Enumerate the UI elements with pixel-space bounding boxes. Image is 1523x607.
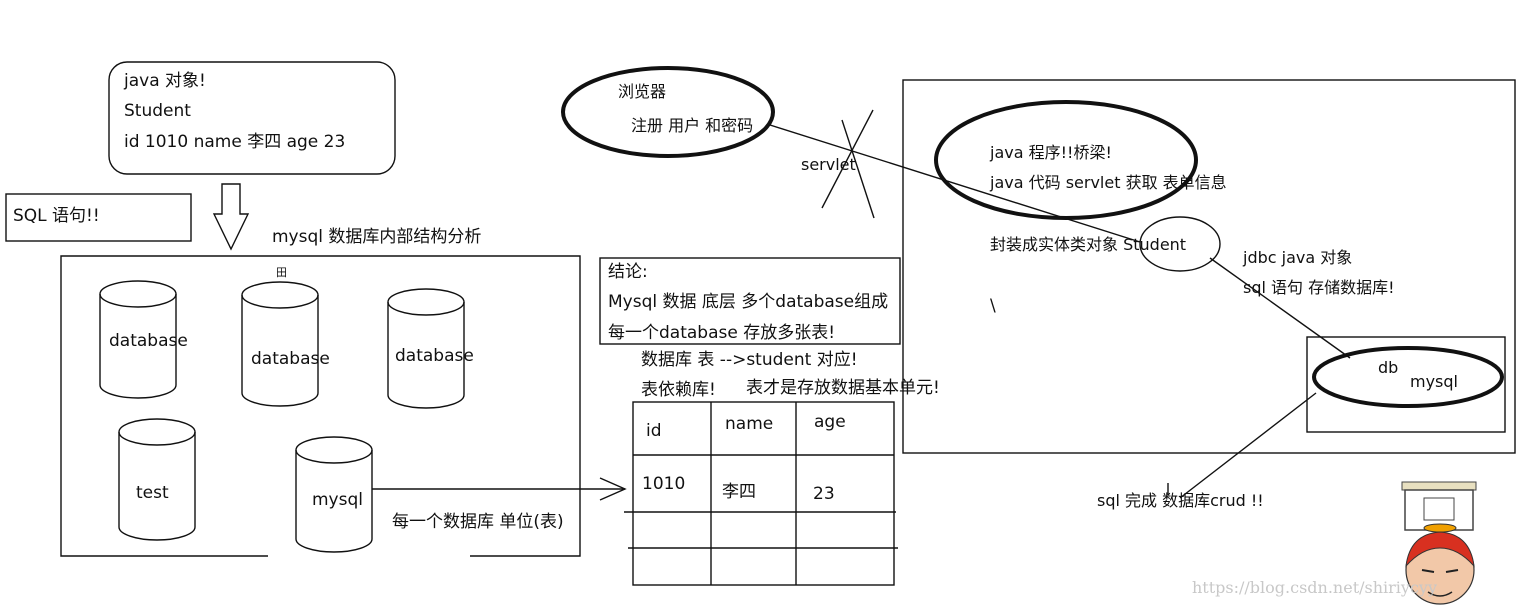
jdbc-line-1: jdbc java 对象	[1243, 248, 1353, 267]
object-class: Student	[124, 101, 191, 121]
student-ellipse	[1139, 216, 1221, 272]
server-box	[902, 79, 1516, 454]
servlet-cross-2	[821, 109, 874, 209]
table-note-1: 数据库 表 -->student 对应!	[641, 350, 858, 370]
cylinder-mysql	[295, 436, 373, 553]
unit-label: 每一个数据库 单位(表)	[392, 512, 564, 532]
browser-register-label: 注册 用户 和密码	[631, 116, 754, 135]
cylinder-label-test: test	[136, 483, 169, 503]
down-arrow	[212, 183, 250, 251]
table-cell-id: 1010	[642, 474, 686, 494]
db-box	[1306, 336, 1506, 433]
table-header-name: name	[725, 414, 774, 434]
mysql-structure-box	[60, 255, 581, 557]
backslash-mark: \	[990, 296, 996, 316]
mysql-structure-title: mysql 数据库内部结构分析	[272, 227, 482, 247]
servlet-label: servlet	[801, 155, 856, 174]
conclusion-heading: 结论:	[608, 262, 648, 282]
table-note-2a: 表依赖库!	[641, 380, 716, 400]
table-header-id: id	[646, 421, 662, 441]
db-mysql-ellipse	[1312, 346, 1504, 408]
student-table-grid	[624, 401, 898, 586]
object-fields: id 1010 name 李四 age 23	[124, 132, 346, 152]
cylinder-database-3	[387, 288, 465, 409]
conclusion-line-3: 每一个database 存放多张表!	[608, 323, 836, 343]
table-header-age: age	[814, 412, 846, 432]
java-program-line-1: java 程序!!桥梁!	[990, 143, 1112, 162]
table-cell-age: 23	[813, 484, 835, 504]
arrow-head	[599, 477, 627, 501]
browser-to-student-line	[769, 124, 1141, 243]
conclusion-box	[599, 257, 901, 345]
browser-label: 浏览器	[618, 82, 667, 101]
encapsulate-label: 封装成实体类对象 Student	[990, 235, 1187, 254]
conclusion-line-2: Mysql 数据 底层 多个database组成	[608, 292, 889, 312]
cylinder-database-1	[99, 280, 177, 399]
cylinder-label-2: database	[251, 349, 330, 369]
db-label: db	[1378, 358, 1399, 377]
servlet-cross-1	[841, 119, 875, 219]
student-to-db-line	[1209, 257, 1351, 359]
sql-statement-label: SQL 语句!!	[13, 206, 100, 226]
java-program-line-2: java 代码 servlet 获取 表单信息	[990, 173, 1227, 192]
cartoon-character-icon	[1401, 481, 1477, 605]
crud-label: sql 完成 数据库crud !!	[1097, 491, 1264, 510]
db-to-crud-line	[1179, 392, 1317, 499]
sql-statement-box	[5, 193, 192, 242]
small-grid-glyph: 田	[276, 266, 287, 279]
cylinder-label-1: database	[109, 331, 188, 351]
cylinder-label-mysql: mysql	[312, 490, 363, 510]
browser-ellipse	[561, 66, 775, 158]
table-cell-name: 李四	[722, 482, 756, 502]
cylinder-test	[118, 418, 196, 541]
object-title: java 对象!	[124, 71, 206, 91]
cylinder-label-3: database	[395, 346, 474, 366]
java-program-ellipse	[934, 100, 1198, 220]
watermark: https://blog.csdn.net/shiriycyy	[1192, 578, 1437, 597]
cylinder-database-2	[241, 281, 319, 407]
db-mysql-label: mysql	[1410, 372, 1458, 391]
table-note-2b: 表才是存放数据基本单元!	[746, 378, 940, 398]
jdbc-line-2: sql 语句 存储数据库!	[1243, 278, 1395, 297]
java-object-box	[108, 61, 396, 175]
